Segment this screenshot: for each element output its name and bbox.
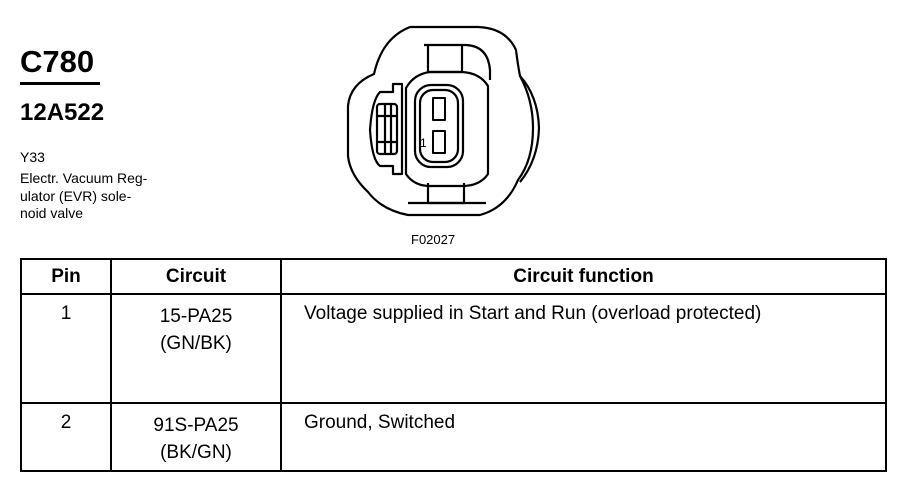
component-description: Electr. Vacuum Reg- ulator (EVR) sole- n…	[20, 170, 190, 223]
connector-right-rib	[519, 75, 541, 183]
pin-number: 2	[60, 412, 72, 433]
terminal-cavity-inner	[418, 88, 460, 164]
pin-cell: 1	[20, 293, 112, 404]
connector-face-diagram: 1	[346, 25, 541, 217]
circuit-cell: 91S-PA25 (BK/GN)	[110, 402, 282, 472]
component-description-line: Electr. Vacuum Reg-	[20, 170, 148, 186]
table-row: 2 91S-PA25 (BK/GN) Ground, Switched	[20, 402, 887, 472]
circuit-cell: 15-PA25 (GN/BK)	[110, 293, 282, 404]
circuit-color: (GN/BK)	[160, 333, 232, 354]
table-row: 1 15-PA25 (GN/BK) Voltage supplied in St…	[20, 293, 887, 404]
circuit-function: Ground, Switched	[304, 412, 456, 433]
connector-id: C780	[20, 44, 95, 79]
table-header-row: Pin Circuit Circuit function	[20, 258, 887, 295]
circuit-code: 91S-PA25	[153, 415, 239, 436]
top-ear-inner	[426, 45, 464, 74]
pin-number: 1	[60, 303, 72, 324]
function-cell: Voltage supplied in Start and Run (overl…	[280, 293, 887, 404]
figure-code: F02027	[411, 232, 456, 247]
circuit-function: Voltage supplied in Start and Run (overl…	[304, 303, 762, 324]
circuit-color: (BK/GN)	[160, 442, 232, 463]
pin-2-slot	[432, 97, 446, 121]
top-ear-outline	[424, 43, 492, 80]
pin-1-label: 1	[420, 136, 427, 150]
circuit-code: 15-PA25	[159, 306, 233, 327]
inner-housing	[404, 70, 490, 188]
connector-outer-outline	[346, 25, 535, 217]
component-description-line: ulator (EVR) sole-	[20, 187, 132, 204]
component-code: Y33	[20, 149, 45, 165]
column-header-function: Circuit function	[280, 258, 887, 295]
component-description-line: noid valve	[20, 205, 84, 221]
function-cell: Ground, Switched	[280, 402, 887, 472]
column-header-pin: Pin	[20, 258, 112, 295]
terminal-cavity	[413, 83, 465, 169]
pin-cell: 2	[20, 402, 112, 472]
pin-1-slot	[432, 130, 446, 154]
latch-inner	[375, 102, 399, 156]
column-header-circuit: Circuit	[110, 258, 282, 295]
pin-table: Pin Circuit Circuit function 1 15-PA25 (…	[20, 258, 887, 472]
connector-id-underline	[20, 82, 100, 85]
part-number: 12A522	[20, 99, 105, 126]
latch-outline	[368, 82, 404, 176]
